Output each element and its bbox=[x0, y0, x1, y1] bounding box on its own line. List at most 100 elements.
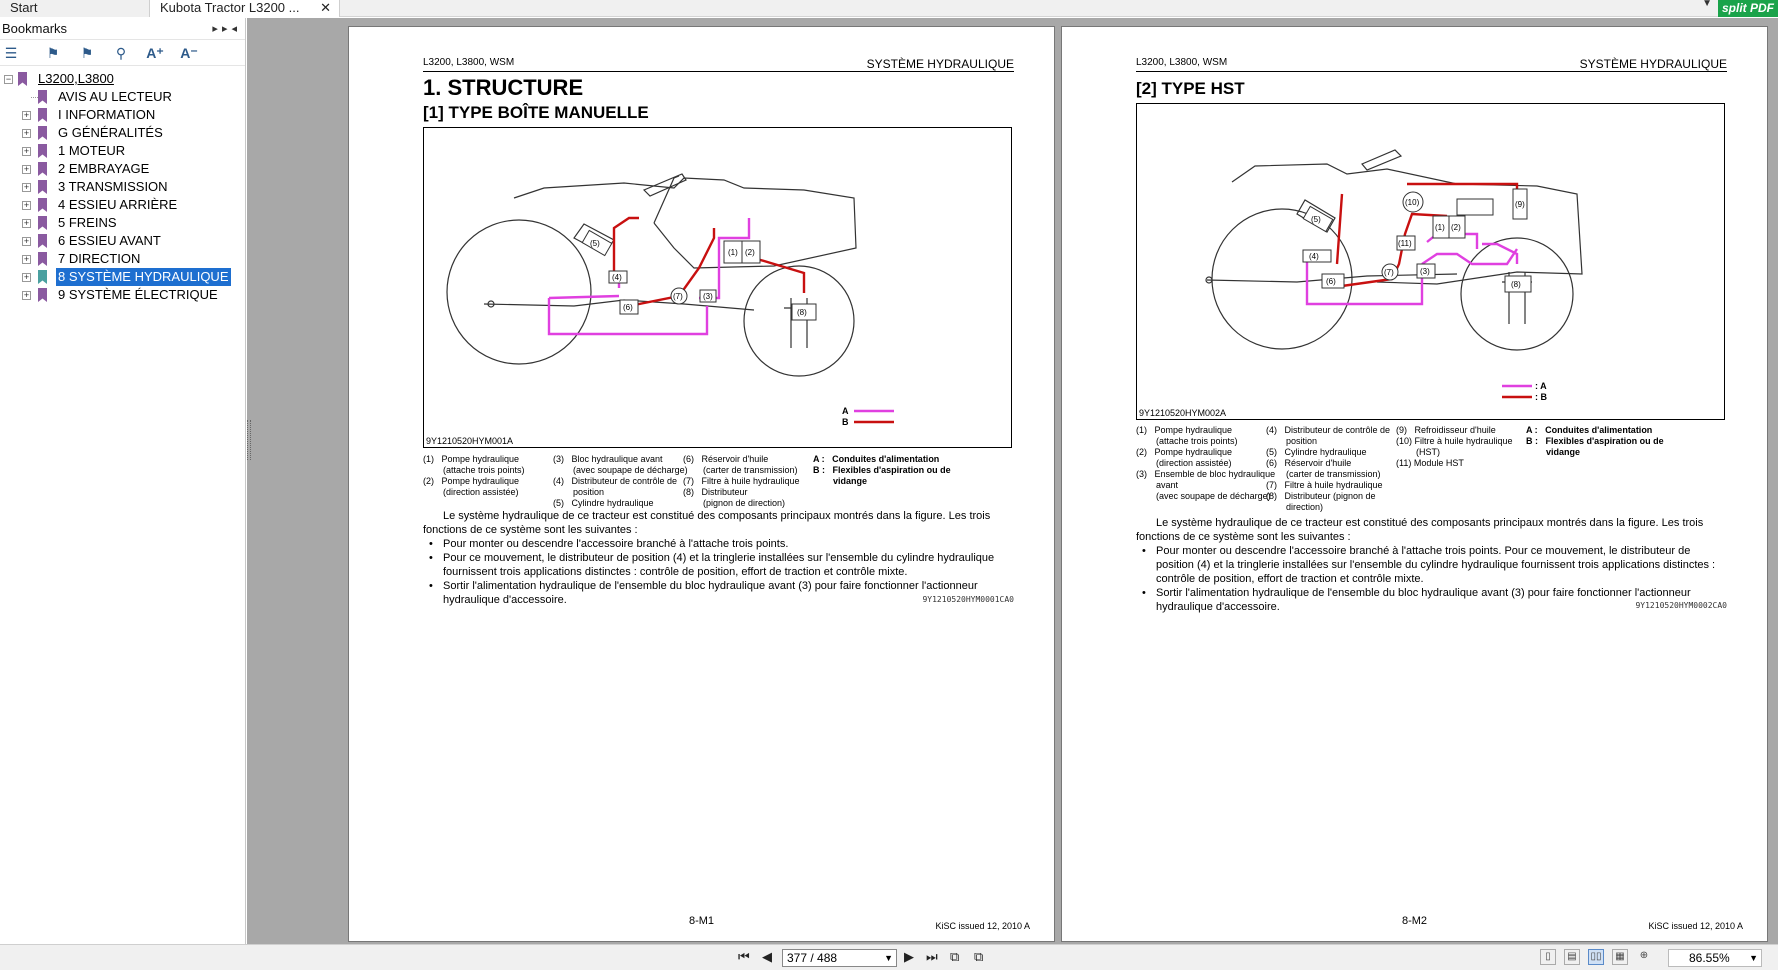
front-wheel bbox=[743, 265, 855, 377]
single-page-view-icon[interactable]: ▯ bbox=[1540, 949, 1556, 965]
add-bookmark-icon[interactable]: ⚑ bbox=[80, 45, 94, 61]
close-panel-icon[interactable]: ◂ bbox=[231, 23, 241, 35]
sidebar-item[interactable]: +3 TRANSMISSION bbox=[0, 178, 245, 196]
chevron-down-icon[interactable]: ▼ bbox=[884, 953, 893, 963]
legend-line: (9) Refroidisseur d'huile bbox=[1396, 425, 1496, 435]
facing-view-icon[interactable]: ▯▯ bbox=[1588, 949, 1604, 965]
component-box bbox=[608, 270, 628, 284]
find-bookmark-icon[interactable]: ⚲ bbox=[115, 45, 127, 61]
expand-icon[interactable]: + bbox=[22, 254, 31, 264]
expand-icon[interactable]: + bbox=[22, 200, 31, 210]
page-indicator: 377 / 488 bbox=[787, 951, 838, 965]
bookmark-icon bbox=[38, 288, 47, 302]
hitch-pin bbox=[487, 300, 495, 308]
zoom-tool-icon[interactable]: ⊕ bbox=[1639, 950, 1649, 961]
sidebar-item[interactable]: +7 DIRECTION bbox=[0, 250, 245, 268]
subsection-heading: [2] TYPE HST bbox=[1136, 79, 1245, 98]
legend-line: (4) Distributeur de contrôle de bbox=[1266, 425, 1391, 435]
sidebar-item[interactable]: +1 MOTEUR bbox=[0, 142, 245, 160]
bookmark-icon bbox=[38, 108, 47, 122]
panel-splitter[interactable] bbox=[247, 420, 251, 460]
legend-line: (carter de transmission) bbox=[1266, 469, 1381, 479]
chevron-down-icon[interactable]: ▼ bbox=[1702, 0, 1712, 9]
expand-icon[interactable]: + bbox=[22, 110, 31, 120]
legend-line: (7) Filtre à huile hydraulique bbox=[683, 476, 800, 486]
label-6: (6) bbox=[623, 303, 633, 312]
go-forward-icon[interactable]: ⧉ bbox=[974, 949, 984, 964]
expand-icon[interactable]: + bbox=[22, 128, 31, 138]
bookmark-options-icon[interactable]: ☰ bbox=[4, 45, 18, 61]
sidebar-item[interactable]: +9 SYSTÈME ÉLECTRIQUE bbox=[0, 286, 245, 304]
collapse-icon[interactable]: − bbox=[4, 74, 13, 84]
sidebar-item[interactable]: +6 ESSIEU AVANT bbox=[0, 232, 245, 250]
tab-document[interactable]: Kubota Tractor L3200 ...✕ bbox=[150, 0, 340, 17]
continuous-facing-view-icon[interactable]: ▦ bbox=[1612, 949, 1628, 965]
legend-b-label: B bbox=[842, 417, 849, 427]
bookmark-icon bbox=[38, 198, 47, 212]
label-5: (5) bbox=[590, 239, 600, 248]
bullet-item: Pour ce mouvement, le distributeur de po… bbox=[423, 551, 1012, 579]
bookmarks-header: Bookmarks ▸▸◂ bbox=[0, 18, 245, 40]
sidebar-item[interactable]: AVIS AU LECTEUR bbox=[0, 88, 245, 106]
steering-wheel bbox=[642, 173, 687, 197]
sidebar-item-label: 9 SYSTÈME ÉLECTRIQUE bbox=[58, 287, 218, 302]
expand-icon[interactable]: + bbox=[22, 218, 31, 228]
page-number-input[interactable]: 377 / 488 ▼ bbox=[782, 949, 897, 967]
close-icon[interactable]: ✕ bbox=[320, 0, 331, 15]
last-page-icon[interactable]: ⏭ bbox=[926, 949, 938, 964]
legend-line: position bbox=[1266, 436, 1318, 446]
legend-line: vidange bbox=[1526, 447, 1581, 457]
hydraulic-figure-hst: (1) (2) (3) (4) (5) (6) (7) (8) (9) (10)… bbox=[1136, 103, 1725, 420]
previous-page-icon[interactable]: ◀ bbox=[762, 949, 772, 964]
tractor-body bbox=[1231, 163, 1583, 285]
page-left: L3200, L3800, WSM SYSTÈME HYDRAULIQUE 1.… bbox=[348, 26, 1055, 942]
expand-icon[interactable]: + bbox=[22, 290, 31, 300]
figure-legend: (1) Pompe hydraulique (attache trois poi… bbox=[1136, 425, 1725, 512]
legend-line: (attache trois points) bbox=[1136, 436, 1238, 446]
sidebar-item[interactable]: +4 ESSIEU ARRIÈRE bbox=[0, 196, 245, 214]
decrease-font-icon[interactable]: A⁻ bbox=[180, 45, 198, 61]
continuous-view-icon[interactable]: ▤ bbox=[1564, 949, 1580, 965]
tree-root[interactable]: − L3200,L3800 bbox=[0, 70, 245, 88]
bookmarks-toolbar: ☰ ⚑ ⚑ ⚲ A⁺ A⁻ bbox=[0, 40, 245, 66]
sidebar-item[interactable]: +2 EMBRAYAGE bbox=[0, 160, 245, 178]
expand-icon[interactable]: + bbox=[22, 146, 31, 156]
component-box bbox=[699, 289, 717, 303]
sidebar-item-label: 5 FREINS bbox=[58, 215, 117, 230]
sidebar-item-label: G GÉNÉRALITÉS bbox=[58, 125, 163, 140]
sidebar-item[interactable]: +5 FREINS bbox=[0, 214, 245, 232]
expand-icon[interactable]: + bbox=[22, 182, 31, 192]
zoom-select[interactable]: 86.55%▼ bbox=[1668, 949, 1762, 967]
sidebar-item[interactable]: + I INFORMATION bbox=[0, 106, 245, 124]
label-8: (8) bbox=[797, 308, 807, 317]
expand-icon[interactable]: + bbox=[22, 272, 31, 282]
legend-line: (10) Filtre à huile hydraulique bbox=[1396, 436, 1513, 446]
legend-line: (5) Cylindre hydraulique bbox=[553, 498, 654, 508]
tab-start[interactable]: Start bbox=[0, 0, 150, 17]
legend-line: (4) Distributeur de contrôle de bbox=[553, 476, 678, 486]
component-box bbox=[1302, 205, 1334, 233]
legend-line: (2) Pompe hydraulique bbox=[1136, 447, 1233, 457]
sidebar-item-label: 6 ESSIEU AVANT bbox=[58, 233, 161, 248]
brand-logo: split PDF bbox=[1718, 0, 1778, 17]
next-page-icon[interactable]: ▶ bbox=[904, 949, 914, 964]
page-number: 8-M1 bbox=[688, 915, 715, 927]
first-page-icon[interactable]: ⏮ bbox=[738, 949, 750, 964]
collapse-panel-icon[interactable]: ▸▸ bbox=[212, 23, 232, 35]
new-bookmark-icon[interactable]: ⚑ bbox=[46, 45, 60, 61]
chevron-down-icon[interactable]: ▼ bbox=[1749, 953, 1758, 963]
go-back-icon[interactable]: ⧉ bbox=[950, 949, 960, 964]
legend-line: (11) Module HST bbox=[1396, 458, 1464, 468]
label-7: (7) bbox=[673, 292, 683, 301]
expand-icon[interactable]: + bbox=[22, 236, 31, 246]
component-box bbox=[581, 229, 613, 257]
sidebar-item[interactable]: +8 SYSTÈME HYDRAULIQUE bbox=[0, 268, 245, 286]
expand-icon[interactable]: + bbox=[22, 164, 31, 174]
sidebar-item[interactable]: + G GÉNÉRALITÉS bbox=[0, 124, 245, 142]
label-2: (2) bbox=[745, 248, 755, 257]
sidebar-item-label: I INFORMATION bbox=[58, 107, 156, 122]
subsection-heading: [1] TYPE BOÎTE MANUELLE bbox=[423, 103, 649, 122]
supply-line bbox=[547, 298, 709, 336]
increase-font-icon[interactable]: A⁺ bbox=[146, 45, 164, 61]
hydraulic-figure-manual: (1) (2) (3) (4) (5) (6) (7) (8) A B 9Y12… bbox=[423, 127, 1012, 448]
